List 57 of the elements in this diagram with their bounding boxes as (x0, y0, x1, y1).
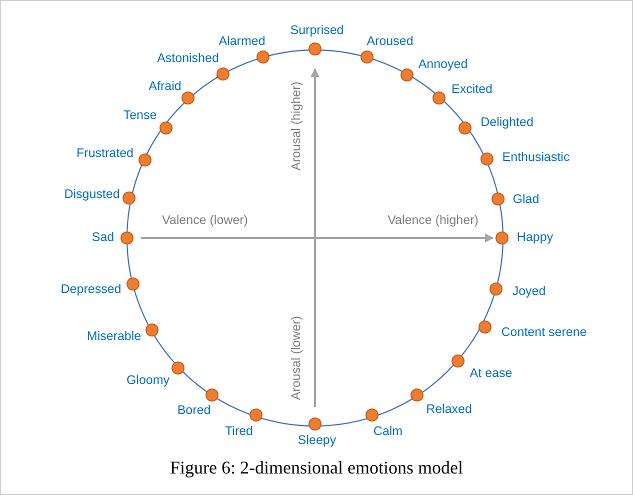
emotion-label: Disgusted (64, 188, 120, 202)
emotion-dot (492, 192, 504, 206)
emotion-label: Joyed (512, 285, 546, 299)
emotion-dot (496, 232, 508, 244)
emotion-label: Enthusiastic (502, 151, 570, 165)
emotion-dot (490, 282, 502, 296)
emotion-dot (478, 320, 492, 334)
emotion-label: Delighted (480, 116, 534, 130)
emotion-label: Annoyed (418, 58, 468, 72)
emotion-dot (138, 154, 152, 166)
emotion-label: Tired (225, 425, 253, 439)
axis-label: Arousal (lower) (290, 316, 304, 400)
emotion-label: Sleepy (298, 434, 336, 448)
emotion-label: Bored (177, 404, 211, 418)
emotion-dot (216, 68, 230, 80)
emotion-label: Frustrated (76, 147, 134, 161)
emotion-dot (458, 122, 472, 134)
emotion-dot (172, 362, 184, 374)
emotion-dot (250, 408, 262, 422)
emotion-dot (308, 42, 322, 56)
emotion-dot (120, 232, 134, 244)
emotion-label: Content serene (501, 326, 587, 340)
emotion-dot (480, 152, 494, 166)
emotion-label: Excited (452, 83, 492, 97)
emotion-dot (126, 278, 140, 290)
emotion-dot (400, 68, 414, 82)
emotion-dot (410, 388, 424, 402)
emotion-dot (366, 408, 378, 422)
emotion-label: Astonished (157, 52, 219, 66)
emotion-label: Gloomy (126, 374, 170, 388)
emotion-label: Tense (123, 109, 157, 123)
emotion-label: Aroused (366, 35, 414, 49)
emotion-label: Glad (512, 193, 540, 207)
emotion-label: At ease (470, 367, 512, 381)
emotion-label: Depressed (60, 283, 122, 297)
emotion-dot (308, 418, 322, 430)
emotion-dot (182, 92, 194, 104)
emotion-dot (432, 92, 446, 104)
emotion-label: Afraid (148, 80, 182, 94)
axis-label: Arousal (higher) (290, 82, 304, 170)
emotion-label: Happy (516, 231, 554, 245)
emotion-dot (146, 324, 158, 336)
axis-label: Valence (lower) (162, 214, 248, 228)
emotion-dot (206, 388, 218, 402)
emotion-label: Miserable (86, 330, 142, 344)
emotion-dot (256, 50, 270, 64)
emotion-label: Calm (373, 425, 403, 439)
emotion-label: Alarmed (218, 35, 266, 49)
axis-label: Valence (higher) (388, 214, 478, 228)
emotion-dot (452, 354, 464, 368)
figure-caption: Figure 6: 2-dimensional emotions model (170, 458, 463, 478)
emotion-label: Surprised (290, 24, 344, 38)
emotion-label: Relaxed (426, 403, 472, 417)
emotion-dot (360, 50, 374, 64)
emotion-label: Sad (92, 231, 114, 245)
emotion-dot (160, 122, 172, 134)
emotion-dot (122, 192, 136, 204)
